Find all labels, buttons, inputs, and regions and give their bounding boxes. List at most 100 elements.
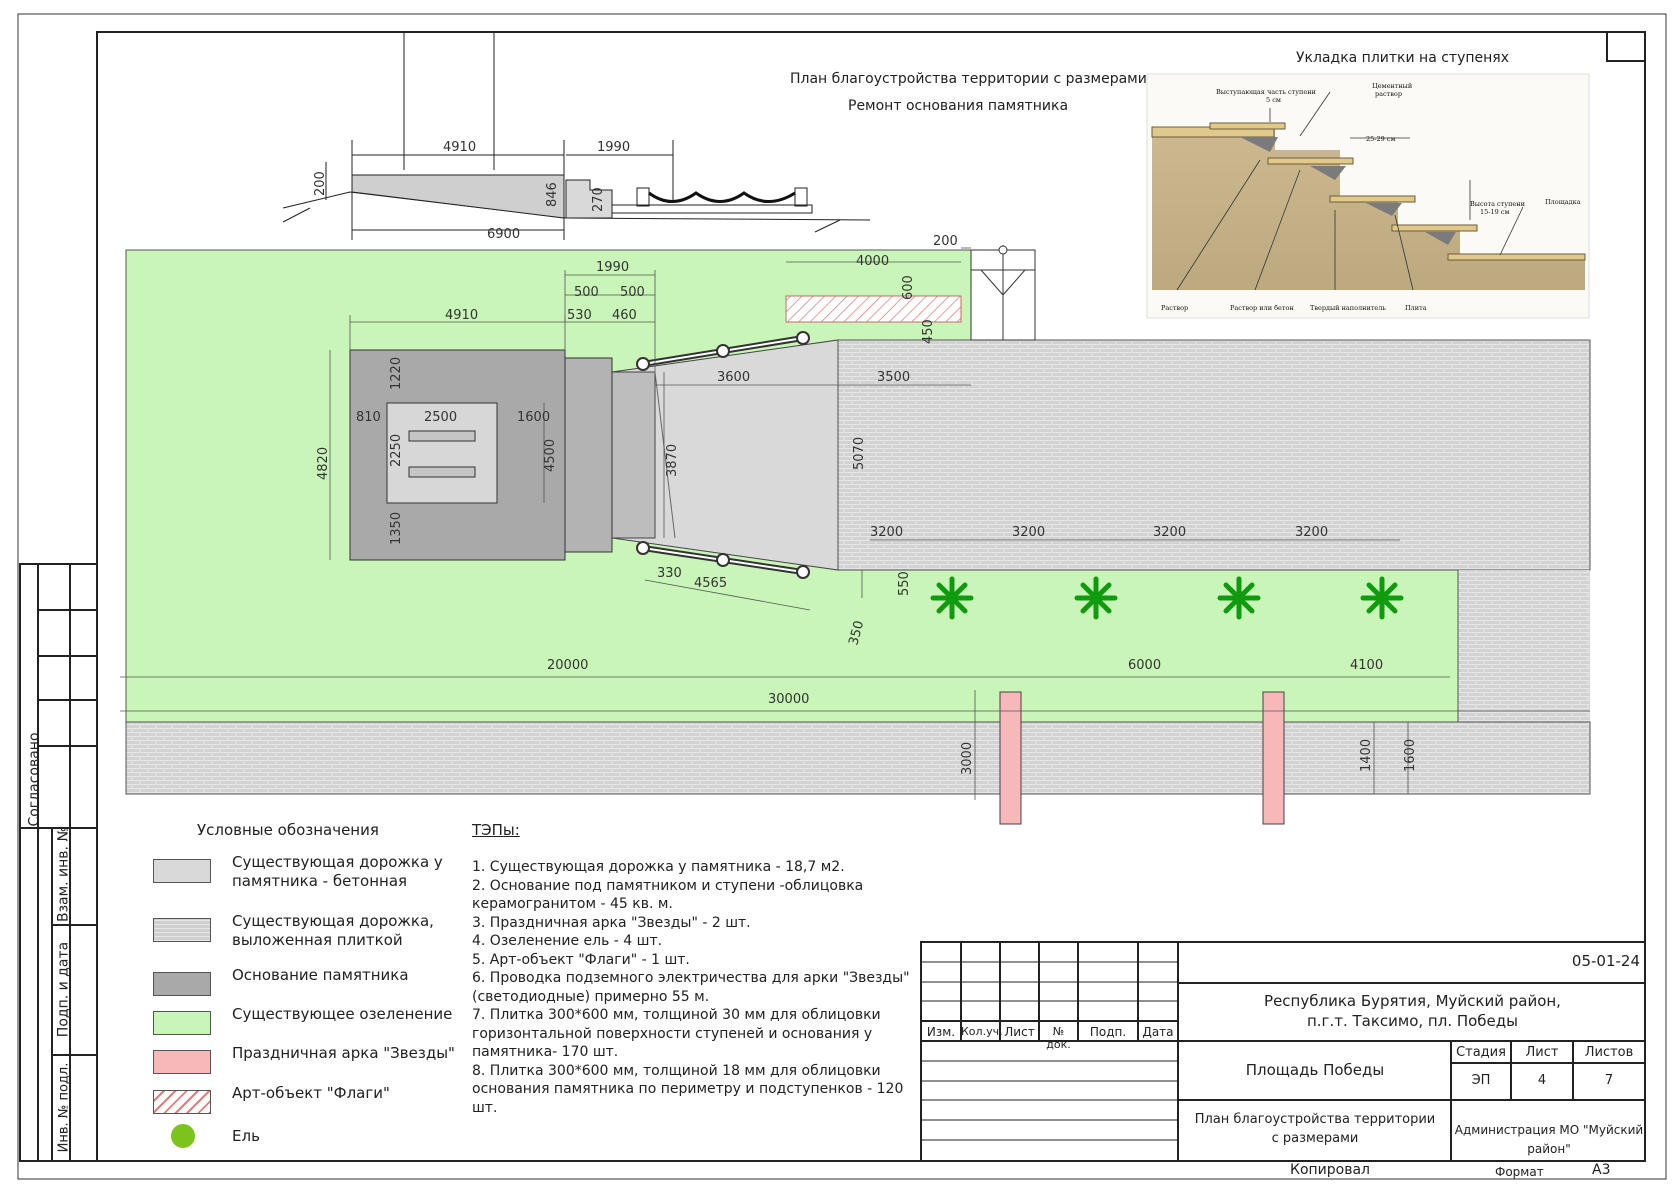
dim-450: 450 <box>921 319 936 344</box>
stamp-copied: Копировал <box>1290 1162 1370 1178</box>
side-col2-label: Подп. и дата <box>55 941 72 1038</box>
arch-stars-2 <box>1262 691 1285 825</box>
stamp-address-1: Республика Бурятия, Муйский район, <box>1264 992 1561 1010</box>
dim-200-plan: 200 <box>933 234 958 249</box>
stamp-address-2: п.г.т. Таксимо, пл. Победы <box>1306 1012 1519 1030</box>
dim-1400: 1400 <box>1359 739 1374 772</box>
green-strip <box>838 570 1458 722</box>
dim-3200-c: 3200 <box>1153 525 1186 540</box>
legend-item-tile-path: Существующая дорожка, выложенная плиткой <box>150 912 460 952</box>
tep-item: 7. Плитка 300*600 мм, толщиной 30 мм для… <box>472 1007 881 1060</box>
dim-3500: 3500 <box>877 370 910 385</box>
dim-1990: 1990 <box>596 260 629 275</box>
stamp-header-doc: № док. <box>1046 1025 1071 1051</box>
dimension-lines <box>120 247 1590 800</box>
side-stamp <box>19 563 98 1162</box>
teps-title: ТЭПы: <box>472 821 520 839</box>
legend-title: Условные обозначения <box>197 821 379 839</box>
art-object-flags <box>785 295 962 323</box>
dim-1600-b: 1600 <box>1403 739 1418 772</box>
plan-subtitle: Ремонт основания памятника <box>848 98 1069 114</box>
stamp-organization: Администрация МО "Муйский район" <box>1454 1123 1644 1156</box>
section-dim-846: 846 <box>545 182 560 207</box>
stamp-sheet-label: Лист <box>1525 1045 1559 1060</box>
dim-4910: 4910 <box>445 308 478 323</box>
tep-item: 8. Плитка 300*600 мм, толщиной 18 мм для… <box>472 1062 904 1116</box>
section-dim-270: 270 <box>591 187 606 212</box>
stamp-header-koluch: Кол.уч. <box>961 1025 1003 1038</box>
stamp-drawing-title-1: План благоустройства территории <box>1194 1112 1436 1127</box>
tile-path-right <box>1458 570 1590 722</box>
stamp-stage-label: Стадия <box>1456 1045 1506 1060</box>
dim-3870: 3870 <box>665 444 680 477</box>
dim-810: 810 <box>356 410 381 425</box>
stamp-stage-value: ЭП <box>1471 1073 1491 1088</box>
legend-item-concrete-path: Существующая дорожка у памятника - бетон… <box>150 853 460 893</box>
arch-stars-1 <box>999 691 1022 825</box>
legend-item-flags: Арт-объект "Флаги" <box>150 1084 460 1124</box>
dim-30000: 30000 <box>768 692 809 707</box>
section-dim-6900: 6900 <box>487 227 520 242</box>
spruce-trees <box>930 576 1404 620</box>
legend-label: Существующее озеленение <box>232 1005 453 1023</box>
svg-text:раствор: раствор <box>1375 90 1402 98</box>
dim-330: 330 <box>657 566 682 581</box>
legend-swatch <box>153 918 211 942</box>
dim-4500: 4500 <box>543 439 558 472</box>
dim-1220: 1220 <box>389 357 404 390</box>
stamp-format-value: А3 <box>1592 1162 1611 1178</box>
svg-text:Плита: Плита <box>1405 304 1427 312</box>
dim-4820: 4820 <box>316 447 331 480</box>
dim-1600: 1600 <box>517 410 550 425</box>
tep-item: 3. Праздничная арка "Звезды" - 2 шт. <box>472 914 751 931</box>
svg-text:Высота ступени: Высота ступени <box>1470 200 1525 208</box>
tep-item: 5. Арт-объект "Флаги" - 1 шт. <box>472 951 690 968</box>
tile-path-main <box>837 339 1591 571</box>
dim-3200-d: 3200 <box>1295 525 1328 540</box>
dim-4100: 4100 <box>1350 658 1383 673</box>
outer-frame <box>17 13 1667 1180</box>
legend-label: Праздничная арка "Звезды" <box>232 1044 455 1062</box>
side-col3-label: Инв. № подл. <box>56 1062 72 1153</box>
legend-swatch <box>153 859 211 883</box>
stamp-sheet-value: 4 <box>1537 1073 1547 1088</box>
dim-1350: 1350 <box>389 512 404 545</box>
legend-label: Существующая дорожка, выложенная плиткой <box>232 912 434 949</box>
dim-20000: 20000 <box>547 658 588 673</box>
svg-text:Раствор или бетон: Раствор или бетон <box>1230 304 1294 312</box>
stamp-format-label: Формат <box>1495 1165 1544 1179</box>
legend-item-greenery: Существующее озеленение <box>150 1005 460 1045</box>
stamp-sheets-label: Листов <box>1584 1045 1634 1060</box>
dim-2500: 2500 <box>424 410 457 425</box>
dim-530: 530 <box>567 308 592 323</box>
side-col1-label: Взам. инв. № <box>55 826 72 923</box>
svg-text:Цементный: Цементный <box>1372 82 1412 90</box>
dim-4565: 4565 <box>694 576 727 591</box>
tep-item: 2. Основание под памятником и ступени -о… <box>472 877 864 913</box>
dim-4000: 4000 <box>856 254 889 269</box>
dim-5070: 5070 <box>852 437 867 470</box>
spruce-dot-icon <box>171 1124 195 1148</box>
corner-box <box>1606 31 1646 62</box>
dim-600: 600 <box>901 275 916 300</box>
section-dim-1990: 1990 <box>597 140 630 155</box>
steps-detail: Выступающая часть ступени 5 см Цементный… <box>1146 73 1590 319</box>
tep-item: 1. Существующая дорожка у памятника - 18… <box>472 859 845 875</box>
legend-swatch <box>153 972 211 996</box>
dim-500-a: 500 <box>574 285 599 300</box>
legend-item-monument-base: Основание памятника <box>150 966 460 1006</box>
dim-3200-a: 3200 <box>870 525 903 540</box>
dim-350: 350 <box>846 619 867 647</box>
section-view <box>282 32 871 240</box>
title-block <box>920 941 1646 1162</box>
steps-title: Укладка плитки на ступенях <box>1296 50 1509 66</box>
plan-title: План благоустройства территории с размер… <box>790 71 1147 87</box>
stamp-header-izm: Изм. <box>926 1025 956 1039</box>
dim-550: 550 <box>897 571 912 596</box>
dim-2250: 2250 <box>389 434 404 467</box>
stamp-drawing-title-2: с размерами <box>1271 1131 1359 1146</box>
legend-swatch <box>153 1011 211 1035</box>
side-agreed-label: Согласовано <box>26 732 43 827</box>
svg-text:Площадка: Площадка <box>1545 198 1581 206</box>
legend-item-spruce: Ель <box>150 1122 460 1162</box>
